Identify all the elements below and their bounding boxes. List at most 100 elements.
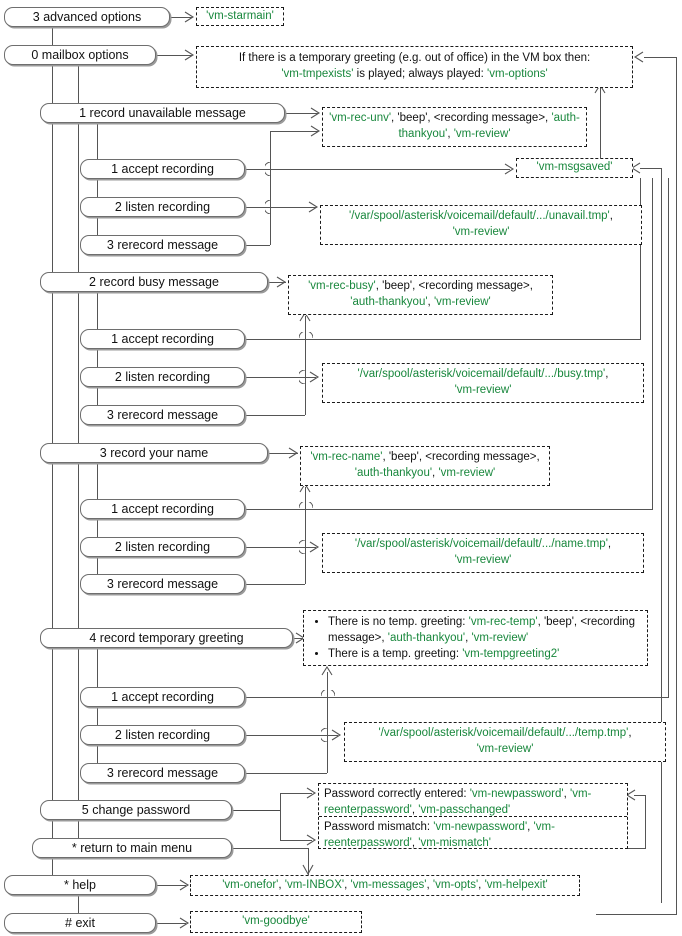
note-text-f: 'vm-passchanged'	[418, 803, 511, 816]
note-password-results: Password correctly entered: 'vm-newpassw…	[318, 783, 628, 849]
note-text-d: 'vm-reenterpassword'	[324, 788, 592, 816]
note-starmain: 'vm-starmain'	[196, 7, 284, 26]
node-name-rerecord-message[interactable]: 3 rerecord message	[80, 574, 245, 594]
note-record-busy-prompts: 'vm-rec-busy', 'beep', <recording messag…	[288, 275, 553, 315]
note-text-e: 'vm-review'	[433, 296, 491, 308]
note-text-f: 'vm-mismatch'	[418, 836, 492, 849]
arrowhead-icon	[308, 201, 320, 213]
node-unavailable-accept-recording[interactable]: 1 accept recording	[80, 159, 245, 179]
node-exit[interactable]: # exit	[4, 913, 156, 933]
note-text-d: 'auth-thankyou'	[387, 631, 466, 644]
note-text-f: 'vm-review'	[471, 631, 529, 644]
node-label: 4 record temporary greeting	[89, 631, 244, 645]
edge-rectemp-to-note	[293, 638, 310, 639]
edge-busy-rerecord-h	[245, 415, 305, 416]
note-temp-tmp-path: '/var/spool/asterisk/voicemail/default/.…	[344, 722, 666, 762]
note-goodbye: 'vm-goodbye'	[190, 911, 362, 933]
note-text: 'vm-goodbye'	[242, 915, 310, 928]
bullet-item-has-temp: There is a temp. greeting: 'vm-tempgreet…	[328, 647, 641, 663]
node-label: # exit	[65, 916, 95, 930]
node-change-password[interactable]: 5 change password	[40, 800, 232, 820]
arrowhead-icon	[632, 51, 644, 63]
note-mailbox-options: If there is a temporary greeting (e.g. o…	[196, 46, 633, 88]
node-advanced-options[interactable]: 3 advanced options	[4, 7, 170, 27]
return-rail-outer-bottom	[596, 914, 677, 915]
node-label: 2 listen recording	[114, 728, 211, 742]
edge-recname-to-note	[268, 453, 298, 454]
node-temp-accept-recording[interactable]: 1 accept recording	[80, 687, 245, 707]
node-label: 5 change password	[81, 803, 191, 817]
note-record-unavailable-prompts: 'vm-rec-unv', 'beep', <recording message…	[322, 107, 587, 147]
note-busy-tmp-path: '/var/spool/asterisk/voicemail/default/.…	[322, 363, 644, 403]
note-text-e: ,	[411, 803, 419, 816]
node-record-busy-message[interactable]: 2 record busy message	[40, 272, 268, 292]
line-hop	[299, 540, 311, 554]
node-temp-rerecord-message[interactable]: 3 rerecord message	[80, 763, 245, 783]
node-name-listen-recording[interactable]: 2 listen recording	[80, 537, 245, 557]
note-text-c: ,	[563, 788, 570, 800]
note-text-i: 'vm-helpexit'	[484, 878, 548, 891]
edge-recbusy-to-note	[268, 282, 286, 283]
note-text-e: ,	[411, 836, 419, 849]
note-name-tmp-path: '/var/spool/asterisk/voicemail/default/.…	[322, 533, 644, 573]
note-text-b: , 'beep', <recording message>,	[382, 451, 540, 464]
line-hop	[265, 162, 277, 176]
node-label: 3 advanced options	[32, 10, 142, 24]
edge-temp-listen-to-note	[245, 735, 338, 736]
node-label: * help	[64, 878, 96, 892]
line-hop	[299, 370, 311, 384]
node-label: 3 rerecord message	[106, 766, 219, 780]
note-text-d: ,	[432, 467, 439, 479]
node-busy-listen-recording[interactable]: 2 listen recording	[80, 367, 245, 387]
node-label: 0 mailbox options	[31, 48, 129, 62]
node-label: 1 accept recording	[111, 162, 214, 176]
arrowhead-icon	[179, 917, 191, 929]
edge-busy-merge-v	[305, 316, 306, 415]
return-rail-busy	[640, 178, 641, 339]
note-text-path: '/var/spool/asterisk/voicemail/default/.…	[357, 368, 606, 381]
note-text-e: 'vm-review'	[453, 128, 511, 140]
node-help[interactable]: * help	[4, 875, 156, 895]
edge-unavail-listen-to-note	[245, 207, 316, 208]
arrowhead-icon	[310, 125, 322, 137]
node-return-to-main-menu[interactable]: * return to main menu	[32, 838, 232, 858]
note-text-a: There is a temp. greeting:	[328, 647, 463, 660]
node-busy-accept-recording[interactable]: 1 accept recording	[80, 329, 245, 349]
note-text-c: 'auth-thankyou'	[350, 296, 428, 308]
node-busy-rerecord-message[interactable]: 3 rerecord message	[80, 405, 245, 425]
edge-unavail-rerecord-v	[270, 131, 271, 245]
arrowhead-icon	[309, 371, 321, 383]
note-text-b: 'vm-newpassword'	[469, 788, 564, 800]
node-record-temporary-greeting[interactable]: 4 record temporary greeting	[40, 628, 293, 648]
edge-changepw-to-mismatch	[280, 840, 312, 841]
arrowhead-icon	[288, 447, 300, 459]
note-text-h: ,	[478, 878, 485, 891]
line-hop	[299, 502, 313, 514]
node-record-your-name[interactable]: 3 record your name	[40, 443, 268, 463]
node-name-accept-recording[interactable]: 1 accept recording	[80, 499, 245, 519]
return-rail-temp-h	[327, 697, 669, 698]
node-mailbox-options[interactable]: 0 mailbox options	[4, 45, 156, 65]
note-text-e: 'vm-messages'	[350, 878, 427, 891]
node-record-unavailable-message[interactable]: 1 record unavailable message	[40, 103, 285, 123]
node-temp-listen-recording[interactable]: 2 listen recording	[80, 725, 245, 745]
note-text-c: 'vm-INBOX'	[284, 878, 345, 891]
arrowhead-icon	[306, 787, 318, 799]
note-text-b: , 'beep', <recording message>,	[391, 112, 552, 125]
node-unavailable-rerecord-message[interactable]: 3 rerecord message	[80, 235, 245, 255]
note-unavail-tmp-path: '/var/spool/asterisk/voicemail/default/.…	[320, 205, 642, 245]
node-unavailable-listen-recording[interactable]: 2 listen recording	[80, 197, 245, 217]
line-hop	[321, 728, 333, 742]
line-hop	[265, 200, 277, 214]
note-text-comma: ,	[605, 368, 609, 381]
edge-unavail-rerecord-h	[245, 245, 270, 246]
line-hop	[299, 332, 313, 344]
note-text-d: ,	[344, 878, 351, 891]
edge-unavail-accept-to-msgsaved	[245, 169, 510, 170]
edge-help-to-note	[156, 885, 186, 886]
node-label: 3 record your name	[99, 446, 209, 460]
return-rail-outer	[676, 57, 677, 914]
note-text-f: ,	[426, 878, 433, 891]
note-text-b: 'vm-newpassword'	[433, 821, 528, 833]
spine-busy	[97, 292, 98, 415]
